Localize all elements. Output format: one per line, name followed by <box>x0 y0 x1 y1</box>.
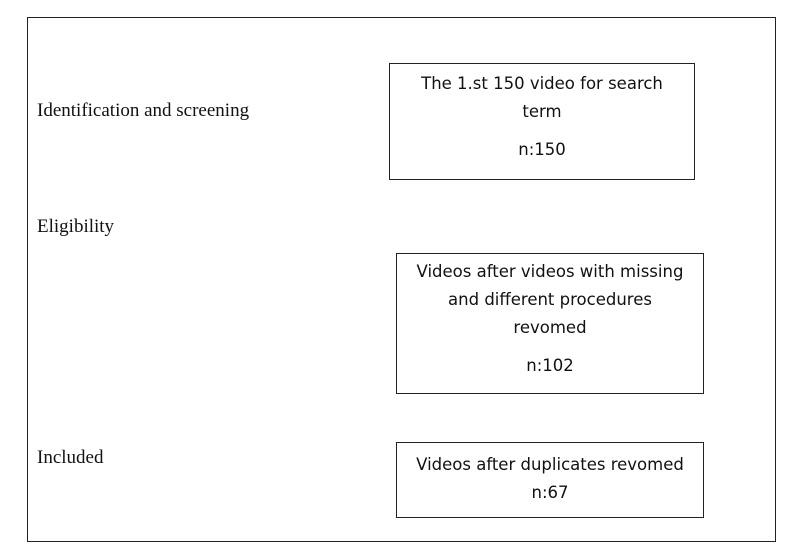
identification-box-line-2: term <box>522 102 562 121</box>
identification-box-count: n:150 <box>518 140 566 159</box>
eligibility-box-line-3: revomed <box>513 318 587 337</box>
eligibility-box: Videos after videos with missing and dif… <box>396 253 704 394</box>
eligibility-box-line-1: Videos after videos with missing <box>416 262 684 281</box>
stage-label-identification: Identification and screening <box>37 100 250 121</box>
eligibility-box-count: n:102 <box>526 356 574 375</box>
stage-label-eligibility: Eligibility <box>37 216 115 237</box>
flowchart-frame <box>27 17 776 542</box>
stage-label-included: Included <box>37 447 104 468</box>
included-box-count: n:67 <box>531 483 569 502</box>
eligibility-box-line-2: and different procedures <box>448 290 652 309</box>
identification-box: The 1.st 150 video for search term n:150 <box>389 63 695 180</box>
included-box-line-1: Videos after duplicates revomed <box>416 455 684 474</box>
included-box: Videos after duplicates revomed n:67 <box>396 442 704 518</box>
identification-box-line-1: The 1.st 150 video for search <box>421 74 663 93</box>
